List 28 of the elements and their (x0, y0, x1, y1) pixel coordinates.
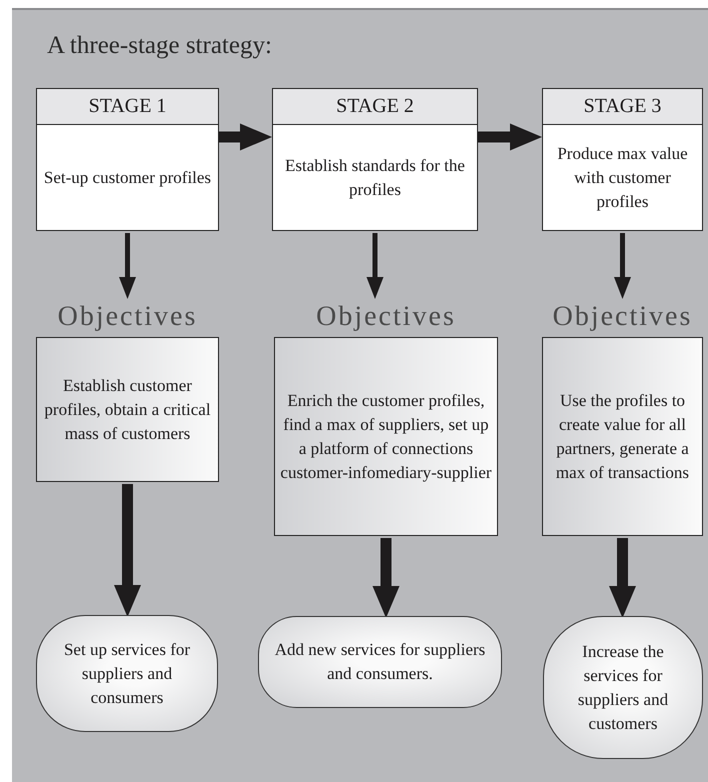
arrow (114, 484, 141, 617)
objective-text: Establish customer profiles, obtain a critical mass of customers (43, 374, 212, 444)
section-heading: Objectives (56, 300, 198, 334)
box-text: Set up services for suppliers and consumers (62, 638, 192, 708)
arrow (609, 538, 636, 618)
arrow (219, 124, 272, 150)
stage-box (542, 88, 703, 231)
arrow (119, 233, 136, 299)
objective-text: Use the profiles to create value for all partners, generate a max of transactions (554, 390, 690, 484)
arrow (372, 538, 400, 618)
stage-box (36, 88, 219, 231)
section-heading: Objectives (315, 300, 457, 334)
box-text: Increase the services for suppliers and customers (576, 640, 670, 734)
box-text: Add new services for suppliers and consumers. (274, 639, 486, 685)
arrow (366, 233, 384, 299)
diagram-title: A three-stage strategy: (47, 32, 272, 60)
stage-header: STAGE 3 (543, 89, 702, 125)
stage-description: Establish standards for the profiles (284, 154, 466, 201)
stage-description: Produce max value with customer profiles (556, 142, 689, 213)
objective-text: Enrich the customer profiles, find a max of suppliers, set up a platform of connections customer-infomediary-supplier (280, 390, 492, 484)
stage-box (272, 88, 478, 231)
section-heading: Objectives (552, 300, 694, 334)
stage-header: STAGE 2 (273, 89, 477, 125)
rounded-box (258, 616, 502, 708)
arrow (478, 124, 542, 150)
arrow (614, 233, 631, 299)
stage-description: Set-up customer profiles (44, 166, 212, 189)
stage-header: STAGE 1 (37, 89, 218, 125)
